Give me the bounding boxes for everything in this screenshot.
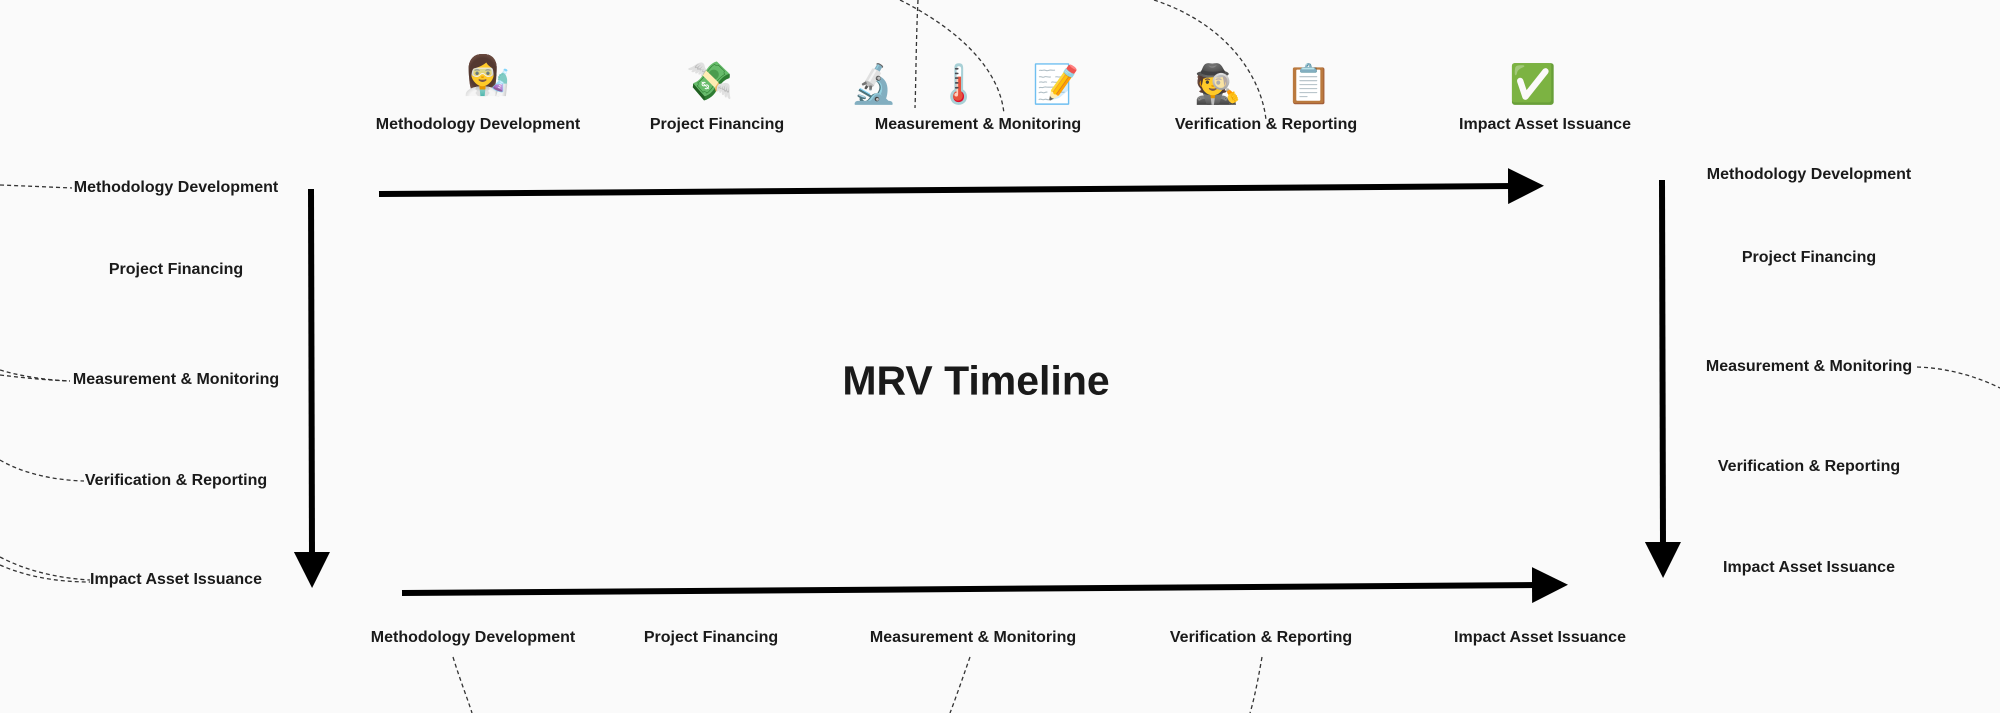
dashed-link xyxy=(899,0,1005,115)
dashed-link xyxy=(0,459,85,482)
right-label-methodology: Methodology Development xyxy=(1706,166,1912,183)
money-with-wings-icon: 💸 xyxy=(686,61,734,103)
dashed-link xyxy=(949,656,971,713)
detective-icon: 🕵️ xyxy=(1194,64,1242,106)
dashed-link xyxy=(0,374,71,382)
left-label-methodology: Methodology Development xyxy=(73,179,279,196)
top-label-measurement: Measurement & Monitoring xyxy=(874,116,1082,133)
left-label-financing: Project Financing xyxy=(108,261,244,278)
bottom-label-measurement: Measurement & Monitoring xyxy=(869,629,1077,646)
dashed-link xyxy=(0,184,73,189)
left-label-measurement: Measurement & Monitoring xyxy=(72,371,280,388)
right-label-issuance: Impact Asset Issuance xyxy=(1723,559,1895,576)
dashed-link xyxy=(0,556,91,581)
dashed-link xyxy=(914,0,919,109)
memo-icon: 📝 xyxy=(1032,64,1080,106)
dashed-link xyxy=(1249,656,1263,713)
bottom-arrow xyxy=(401,567,1568,604)
right-label-verification: Verification & Reporting xyxy=(1717,458,1901,475)
thermometer-icon: 🌡️ xyxy=(935,64,983,106)
top-label-issuance: Impact Asset Issuance xyxy=(1459,116,1631,133)
bottom-label-verification: Verification & Reporting xyxy=(1169,629,1353,646)
bottom-label-issuance: Impact Asset Issuance xyxy=(1454,629,1626,646)
left-label-verification: Verification & Reporting xyxy=(84,472,268,489)
right-label-financing: Project Financing xyxy=(1741,249,1877,266)
right-arrow xyxy=(1644,179,1681,578)
woman-scientist-icon: 👩‍🔬 xyxy=(463,55,511,97)
bottom-label-financing: Project Financing xyxy=(643,629,779,646)
microscope-icon: 🔬 xyxy=(850,64,898,106)
check-mark-icon: ✅ xyxy=(1509,64,1557,106)
clipboard-icon: 📋 xyxy=(1285,64,1333,106)
dashed-link xyxy=(1916,366,2000,389)
top-label-verification: Verification & Reporting xyxy=(1174,116,1358,133)
top-label-methodology: Methodology Development xyxy=(375,116,581,133)
right-label-measurement: Measurement & Monitoring xyxy=(1705,358,1913,375)
dashed-link xyxy=(0,564,91,583)
top-arrow xyxy=(378,168,1544,205)
left-arrow xyxy=(293,188,330,588)
dashed-link xyxy=(1153,0,1267,121)
diagram-title: MRV Timeline xyxy=(842,357,1110,404)
bottom-label-methodology: Methodology Development xyxy=(370,629,576,646)
left-label-issuance: Impact Asset Issuance xyxy=(90,571,262,588)
top-label-financing: Project Financing xyxy=(649,116,785,133)
dashed-link xyxy=(452,656,473,713)
